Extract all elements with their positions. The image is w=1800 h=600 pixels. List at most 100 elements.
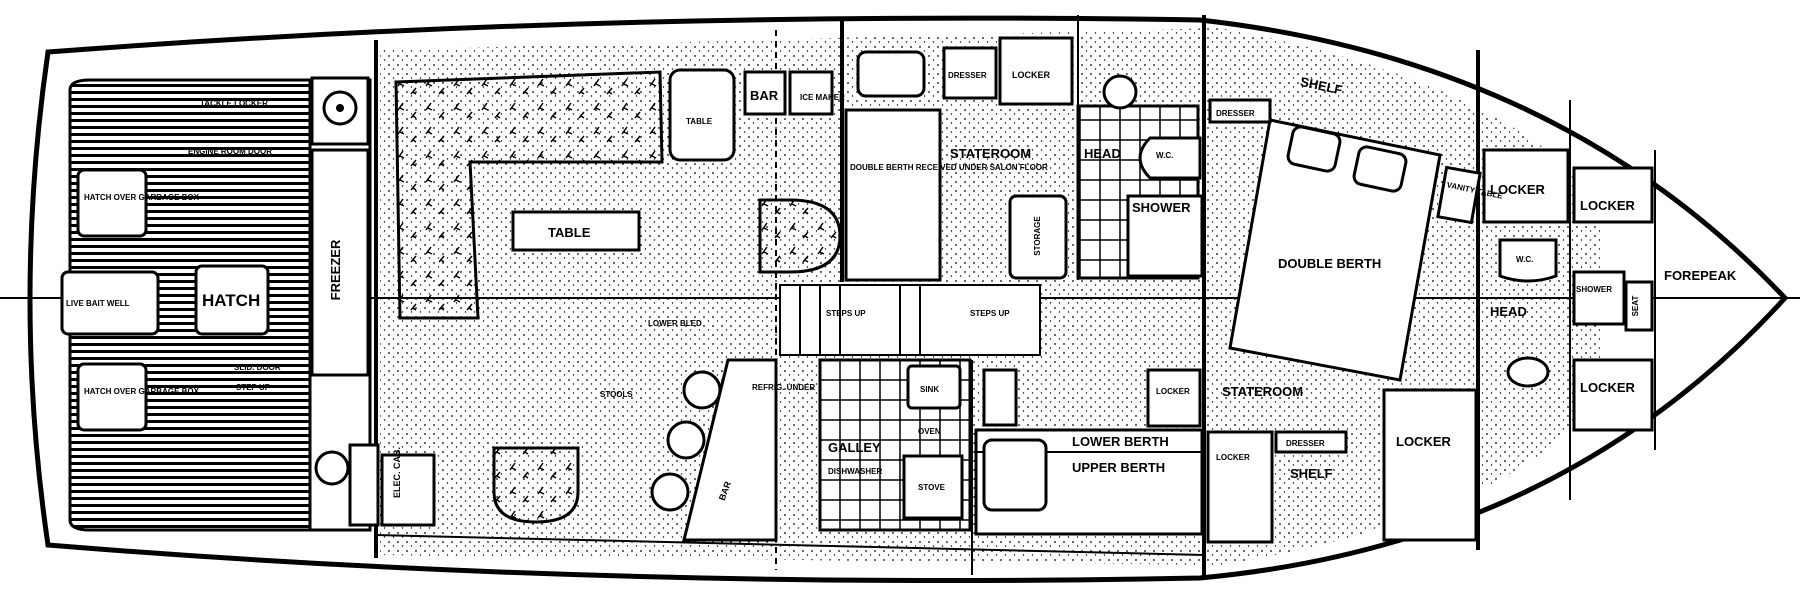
hatch-garbage-2 (76, 362, 148, 432)
label-table-small: TABLE (686, 117, 713, 126)
label-table-main: TABLE (548, 225, 591, 240)
label-lower-bled: LOWER BLED (648, 319, 702, 328)
label-hatch-garbage-1: HATCH OVER GARBAGE BOX (84, 193, 200, 202)
salon-table (511, 210, 641, 252)
locker-7-box (1572, 358, 1654, 432)
label-locker-4: LOCKER (1396, 434, 1452, 449)
ice-maker (788, 70, 834, 116)
fwd-pillow-1 (1286, 125, 1342, 173)
aft-berth-pillow (856, 50, 926, 98)
label-hatch-garbage-2: HATCH OVER GARBAGE BOX (84, 387, 200, 396)
label-elec-cab: ELEC. CAB. (392, 447, 402, 498)
label-double-berth-fwd: DOUBLE BERTH (1278, 256, 1381, 271)
label-head-1: HEAD (1084, 146, 1121, 161)
head-1-wc (1138, 136, 1202, 180)
locker-6-box (1572, 166, 1654, 224)
label-double-berth-aft: DOUBLE BERTH RECEIVED UNDER SALON FLOOR (850, 163, 1048, 172)
hatch-garbage-1 (76, 168, 148, 238)
aft-chair (492, 446, 580, 524)
shower-1-box (1126, 194, 1204, 278)
label-locker-7: LOCKER (1580, 380, 1636, 395)
storage-box (1008, 194, 1068, 280)
label-dresser-2: DRESSER (1216, 109, 1255, 118)
bar-counter (682, 358, 778, 542)
locker-2-box (1146, 368, 1202, 428)
helm-wheel (314, 450, 350, 486)
stool-3 (650, 472, 690, 512)
dresser-2-box (1208, 98, 1272, 124)
label-seat: SEAT (1631, 296, 1640, 317)
stairs-area (779, 284, 1041, 356)
label-hatch: HATCH (202, 291, 260, 310)
locker-5-box (1482, 148, 1570, 224)
freezer (310, 148, 370, 377)
label-galley: GALLEY (828, 440, 881, 455)
label-locker-2: LOCKER (1156, 387, 1190, 396)
freezer-lid-knob (336, 104, 344, 112)
label-head-2: HEAD (1490, 304, 1527, 319)
locker-4-box (1382, 388, 1478, 542)
crew-berth-pillow (982, 438, 1048, 512)
label-shower-2: SHOWER (1576, 285, 1612, 294)
stool-2 (666, 420, 706, 460)
label-locker-5: LOCKER (1490, 182, 1546, 197)
label-steps-up-2: STEPS UP (970, 309, 1010, 318)
hatch-bait-well (60, 270, 160, 336)
salon-aft-deck (375, 534, 1205, 556)
label-dresser-3: DRESSER (1286, 439, 1325, 448)
stool-1 (682, 370, 722, 410)
label-dishwasher: DISHWASHER (828, 467, 882, 476)
label-refrig-under: REFRIG. UNDER (752, 383, 815, 392)
label-bar-top: BAR (750, 88, 779, 103)
bar-top (743, 70, 787, 116)
label-lower-berth: LOWER BERTH (1072, 434, 1169, 449)
head-2-wc (1498, 238, 1558, 283)
locker-1-box (998, 36, 1074, 106)
label-stove: STOVE (918, 483, 946, 492)
label-stateroom-2: STATEROOM (1222, 384, 1303, 399)
elec-cab (380, 453, 436, 527)
vanity-box (1436, 165, 1482, 225)
label-live-bait-well: LIVE BAIT WELL (66, 299, 130, 308)
label-locker-3: LOCKER (1216, 453, 1250, 462)
label-forepeak: FOREPEAK (1664, 268, 1737, 283)
label-wc-2: W.C. (1516, 255, 1533, 264)
label-dresser-1: DRESSER (948, 71, 987, 80)
label-stools: STOOLS (600, 390, 633, 399)
head-2-sink (1506, 356, 1550, 388)
small-table (668, 68, 736, 162)
label-tackle-locker: TACKLE LOCKER (200, 99, 268, 108)
helm-console (348, 443, 380, 527)
salon-chair (758, 198, 842, 274)
dresser-1-box (942, 46, 998, 100)
label-storage: STORAGE (1033, 216, 1042, 256)
label-wc-1: W.C. (1156, 151, 1173, 160)
label-ice-maker: ICE MAKER (800, 93, 845, 102)
hatch-main (194, 264, 270, 336)
fwd-pillow-2 (1352, 145, 1408, 193)
galley-stove (902, 454, 964, 520)
shower-2-box (1572, 270, 1626, 326)
label-slide-door: SLID. DOOR (234, 363, 281, 372)
label-oven: OVEN (918, 427, 941, 436)
label-sink: SINK (920, 385, 939, 394)
label-freezer: FREEZER (328, 239, 343, 300)
label-step-up-aft: STEP UP (236, 383, 271, 392)
label-shower-1: SHOWER (1132, 200, 1191, 215)
salon-sofa (394, 70, 664, 320)
aft-double-berth (844, 108, 942, 282)
label-locker-1: LOCKER (1012, 70, 1051, 80)
label-upper-berth: UPPER BERTH (1072, 460, 1165, 475)
label-stateroom-1: STATEROOM (950, 146, 1031, 161)
freezer-top (310, 76, 370, 146)
seat-box (1624, 280, 1654, 332)
label-shelf-bottom: SHELF (1290, 466, 1333, 481)
label-locker-6: LOCKER (1580, 198, 1636, 213)
galley-sink (906, 364, 962, 410)
label-steps-up-1: STEPS UP (826, 309, 866, 318)
dresser-3-box (1274, 430, 1348, 454)
label-engine-room-door: ENGINE ROOM DOOR (188, 147, 272, 156)
head-1-sink (1102, 74, 1138, 110)
galley-storage (982, 368, 1018, 427)
